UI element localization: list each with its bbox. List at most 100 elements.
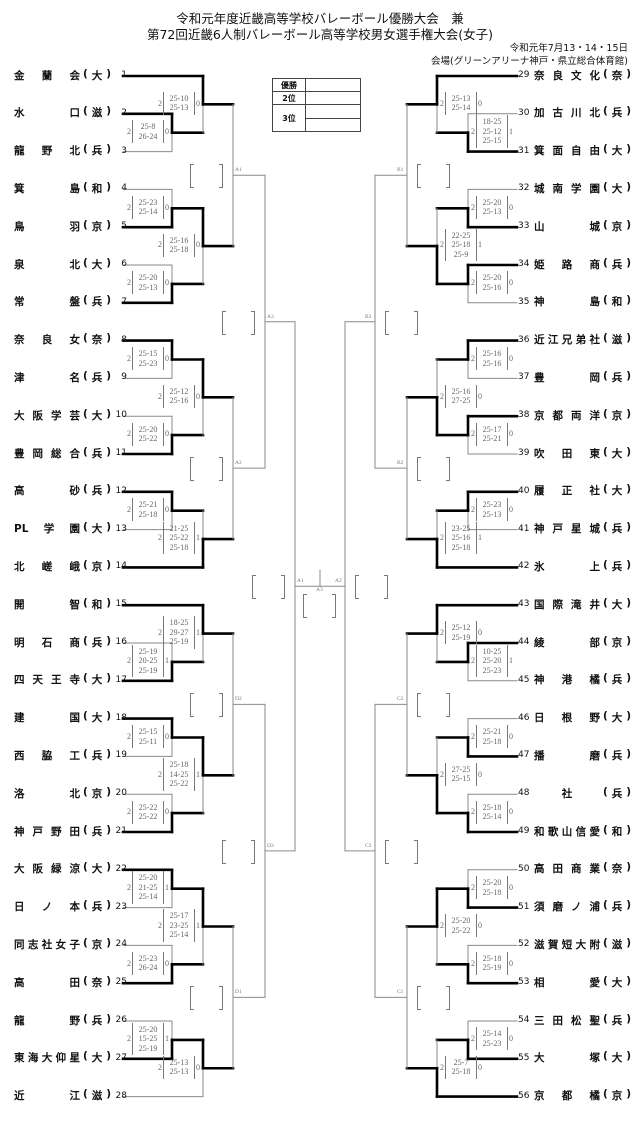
loser-sets: 0 bbox=[478, 1062, 482, 1072]
team-entry: 大阪学芸(大)10 bbox=[14, 408, 127, 422]
team-prefecture: (大) bbox=[603, 597, 631, 612]
paren-open: ( bbox=[83, 218, 88, 231]
paren-open: ( bbox=[83, 1088, 88, 1101]
team-number: 1 bbox=[121, 70, 127, 80]
winner-sets: 2 bbox=[127, 807, 131, 817]
loser-sets: 0 bbox=[509, 353, 513, 363]
winner-sets: 2 bbox=[440, 920, 444, 930]
prefecture: 和 bbox=[611, 825, 623, 838]
team-entry: 建国(大)18 bbox=[14, 710, 127, 725]
prefecture: 兵 bbox=[611, 258, 623, 271]
paren-close: ) bbox=[106, 1050, 111, 1063]
paren-open: ( bbox=[603, 974, 608, 987]
paren-close: ) bbox=[106, 899, 111, 912]
prefecture: 兵 bbox=[91, 447, 103, 460]
paren-close: ) bbox=[626, 672, 631, 685]
winner-sets: 2 bbox=[127, 1034, 131, 1044]
empty-score-box bbox=[385, 310, 418, 335]
paren-open: ( bbox=[83, 558, 88, 571]
team-name: 箕面自由 bbox=[534, 145, 600, 158]
set-score: 25-15 bbox=[138, 727, 158, 736]
empty-score-box bbox=[417, 693, 450, 718]
loser-sets: 0 bbox=[165, 807, 169, 817]
set-score: 25-23 bbox=[138, 197, 158, 207]
loser-sets: 0 bbox=[509, 958, 513, 968]
paren-close: ) bbox=[106, 445, 111, 458]
paren-open: ( bbox=[603, 936, 608, 949]
team-entry: 北嵯峨(京)14 bbox=[14, 559, 127, 573]
team-number: 31 bbox=[518, 145, 530, 156]
team-number: 12 bbox=[115, 485, 127, 496]
set-score: 10-25 bbox=[482, 646, 502, 656]
team-entry: 東海大仰星(大)27 bbox=[14, 1050, 127, 1065]
match-label: A2 bbox=[335, 578, 342, 585]
paren-open: ( bbox=[83, 747, 88, 760]
team-name: 四天王寺 bbox=[14, 674, 80, 687]
empty-score-box bbox=[190, 164, 223, 189]
winner-sets: 2 bbox=[471, 1034, 475, 1044]
set-score: 25-14 bbox=[138, 892, 158, 902]
prefecture: 兵 bbox=[91, 901, 103, 914]
set-score: 25-9 bbox=[453, 249, 469, 259]
team-name: 開智 bbox=[14, 598, 80, 611]
prefecture: 奈 bbox=[611, 69, 623, 82]
prefecture: 兵 bbox=[91, 145, 103, 158]
paren-close: ) bbox=[106, 407, 111, 420]
team-entry: 近江(滋)28 bbox=[14, 1088, 127, 1103]
team-number: 17 bbox=[115, 674, 127, 685]
set-score: 25-16 bbox=[169, 396, 189, 406]
team-name: 三田松聖 bbox=[534, 1014, 600, 1027]
team-prefecture: (兵) bbox=[83, 483, 111, 498]
prefecture: 大 bbox=[611, 447, 623, 460]
prefecture: 大 bbox=[611, 485, 623, 498]
team-name: 京都両洋 bbox=[534, 409, 600, 422]
team-prefecture: (兵) bbox=[603, 1013, 631, 1028]
paren-close: ) bbox=[106, 1012, 111, 1025]
team-prefecture: (兵) bbox=[83, 824, 111, 839]
set-score: 25-13 bbox=[482, 207, 502, 217]
prefecture: 滋 bbox=[91, 1090, 103, 1103]
second-label: 2位 bbox=[272, 91, 306, 105]
paren-open: ( bbox=[83, 785, 88, 798]
prefecture: 滋 bbox=[91, 107, 103, 120]
team-number: 50 bbox=[518, 863, 530, 874]
set-score: 27-25 bbox=[451, 764, 471, 774]
set-score: 25-21 bbox=[482, 727, 502, 736]
team-prefecture: (和) bbox=[83, 597, 111, 612]
paren-open: ( bbox=[83, 483, 88, 496]
match-label: C2 bbox=[397, 696, 404, 703]
team-prefecture: (兵) bbox=[603, 521, 631, 536]
team-number: 2 bbox=[121, 107, 127, 118]
set-score: 20-25 bbox=[138, 656, 158, 666]
team-name: 日根野 bbox=[534, 712, 600, 725]
team-prefecture: (兵) bbox=[603, 370, 631, 385]
winner-sets: 2 bbox=[471, 429, 475, 439]
loser-sets: 0 bbox=[478, 627, 482, 637]
team-name: 神戸星城 bbox=[534, 523, 600, 536]
team-entry: 奈良女(奈)8 bbox=[14, 332, 127, 347]
team-name: 須磨ノ浦 bbox=[534, 901, 600, 914]
team-number: 25 bbox=[115, 977, 127, 988]
set-score: 25-16 bbox=[482, 282, 502, 292]
team-prefecture: (京) bbox=[83, 786, 111, 801]
paren-open: ( bbox=[83, 143, 88, 156]
prefecture: 兵 bbox=[611, 560, 623, 573]
team-prefecture: (和) bbox=[603, 294, 631, 309]
prefecture: 奈 bbox=[91, 976, 103, 989]
match-label: D1 bbox=[235, 989, 242, 996]
set-score: 25-22 bbox=[451, 925, 471, 935]
set-score: 25-22 bbox=[169, 533, 189, 543]
team-name: 神港橘 bbox=[534, 674, 600, 687]
